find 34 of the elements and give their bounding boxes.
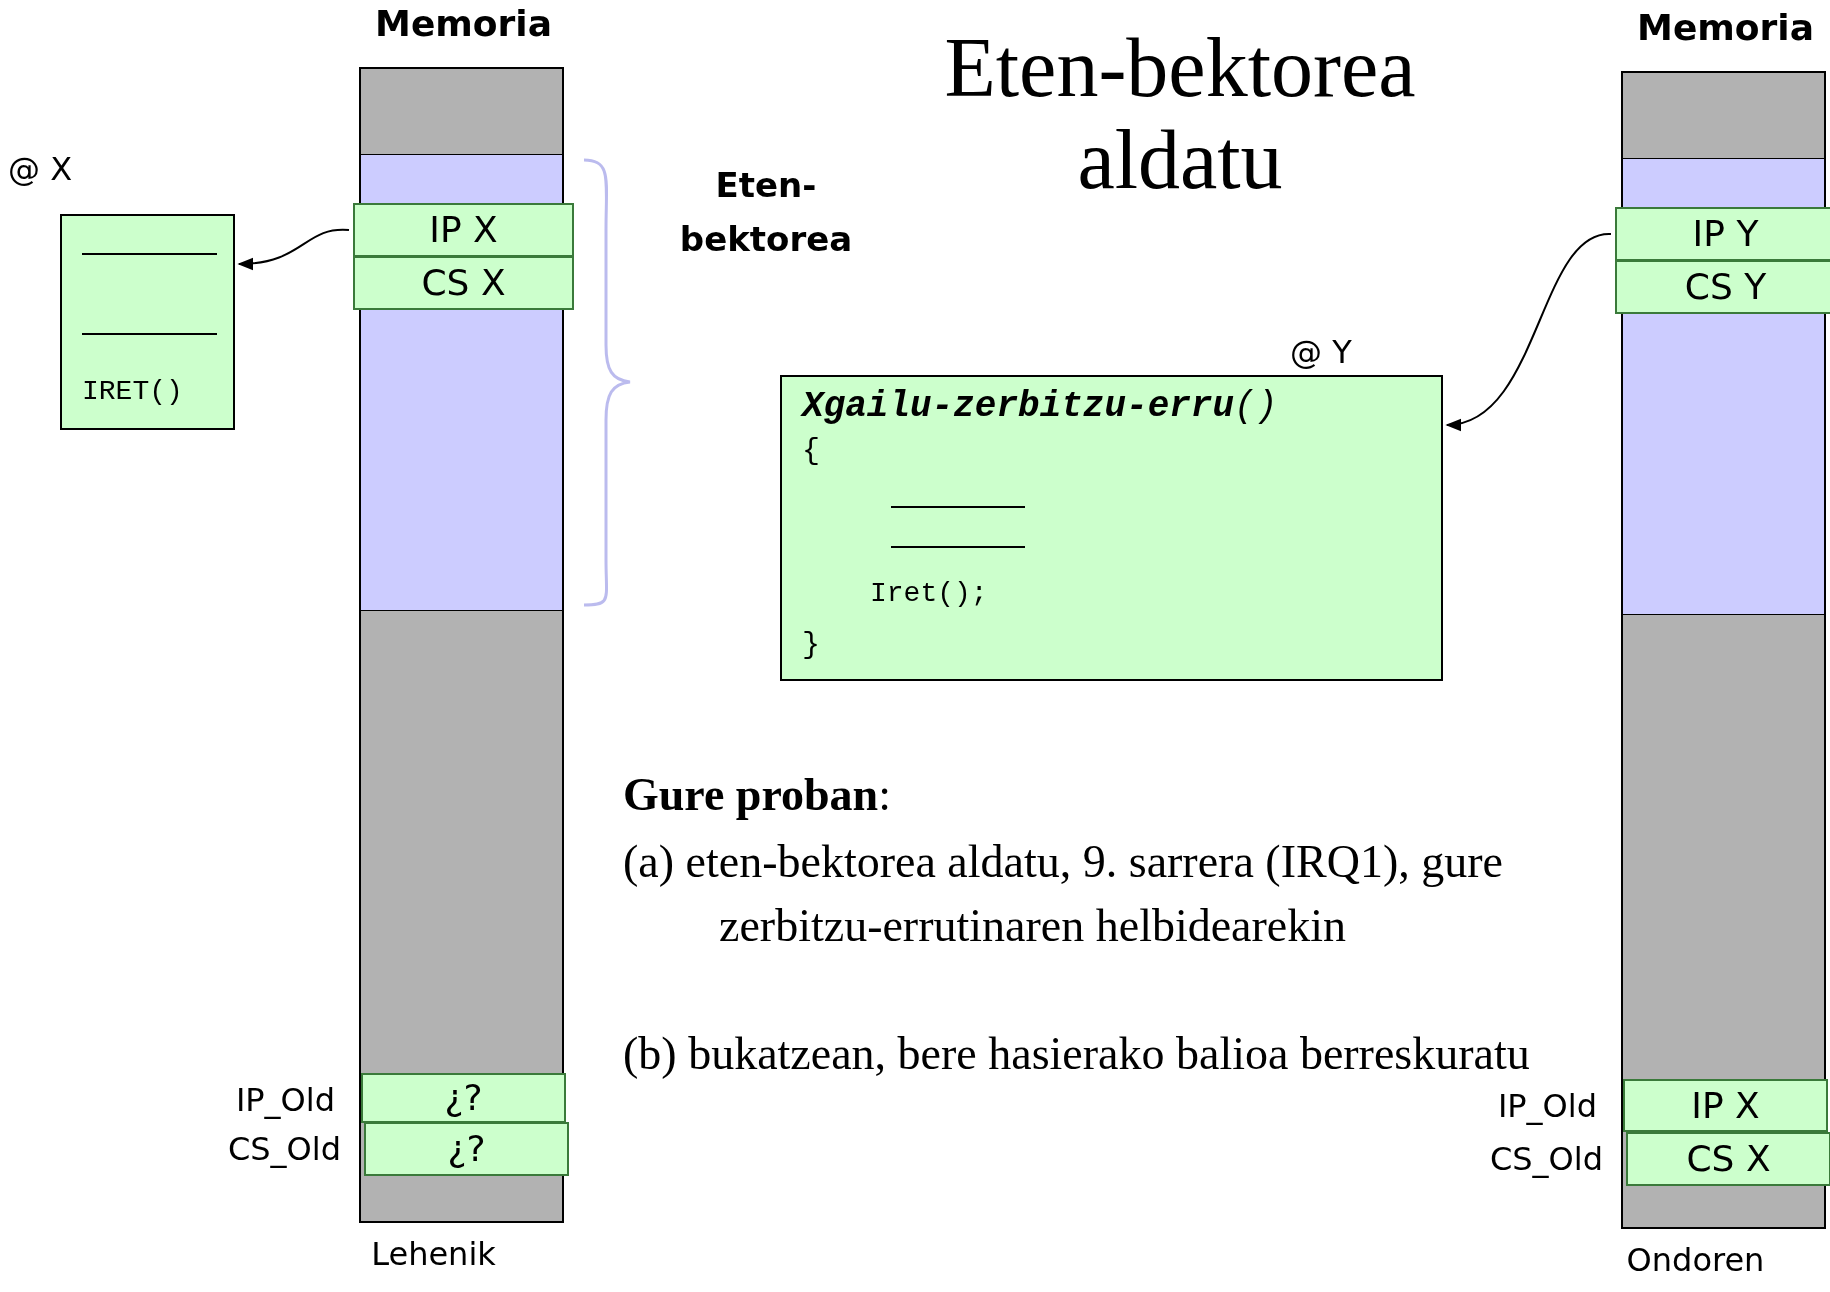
- list-item: (b) bukatzean, bere hasierako balioa berreskuratu: [623, 1027, 1531, 1081]
- register-label: CS_Old: [227, 1130, 341, 1168]
- cell-text: IP X: [1691, 1087, 1760, 1124]
- code-text: IRET(): [82, 376, 183, 407]
- arrow: [237, 228, 350, 270]
- column-caption: Ondoren: [1626, 1241, 1765, 1279]
- code-text: Iret();: [870, 577, 988, 611]
- cell-text: CS Y: [1684, 269, 1767, 305]
- code-text: {: [802, 433, 820, 469]
- cell-text: IP X: [429, 212, 498, 248]
- memory-cell: [353, 203, 574, 257]
- memory-cell: [353, 256, 574, 310]
- column-heading: Memoria: [1637, 7, 1814, 48]
- address-label: @ Y: [1290, 333, 1352, 371]
- register-label: IP_Old: [1497, 1087, 1597, 1125]
- cell-text: ¿?: [444, 1080, 483, 1116]
- address-label: @ X: [8, 150, 73, 188]
- cell-text: IP Y: [1692, 216, 1759, 252]
- cell-text: ¿?: [447, 1131, 486, 1167]
- heading-text: Gure proban:: [623, 768, 891, 821]
- register-label: IP_Old: [235, 1081, 335, 1119]
- side-label: Eten-bektorea: [678, 164, 854, 261]
- arrow: [1445, 233, 1612, 429]
- cell-text: CS X: [1686, 1141, 1771, 1177]
- memory-cell: [1615, 207, 1830, 261]
- column-heading: Memoria: [375, 3, 552, 44]
- list-item: (a) eten-bektorea aldatu, 9. sarrera (IRQ1), gure zerbitzu-errutinaren helbidearekin: [623, 835, 1504, 953]
- register-label: CS_Old: [1489, 1140, 1603, 1178]
- title: Eten-bektorea aldatu: [943, 22, 1417, 206]
- function-heading: Xgailu-zerbitzu-erru(): [802, 385, 1278, 429]
- memory-cell: [1615, 260, 1830, 314]
- cell-text: CS X: [421, 265, 506, 301]
- column-caption: Lehenik: [371, 1235, 496, 1273]
- code-text: }: [802, 627, 820, 663]
